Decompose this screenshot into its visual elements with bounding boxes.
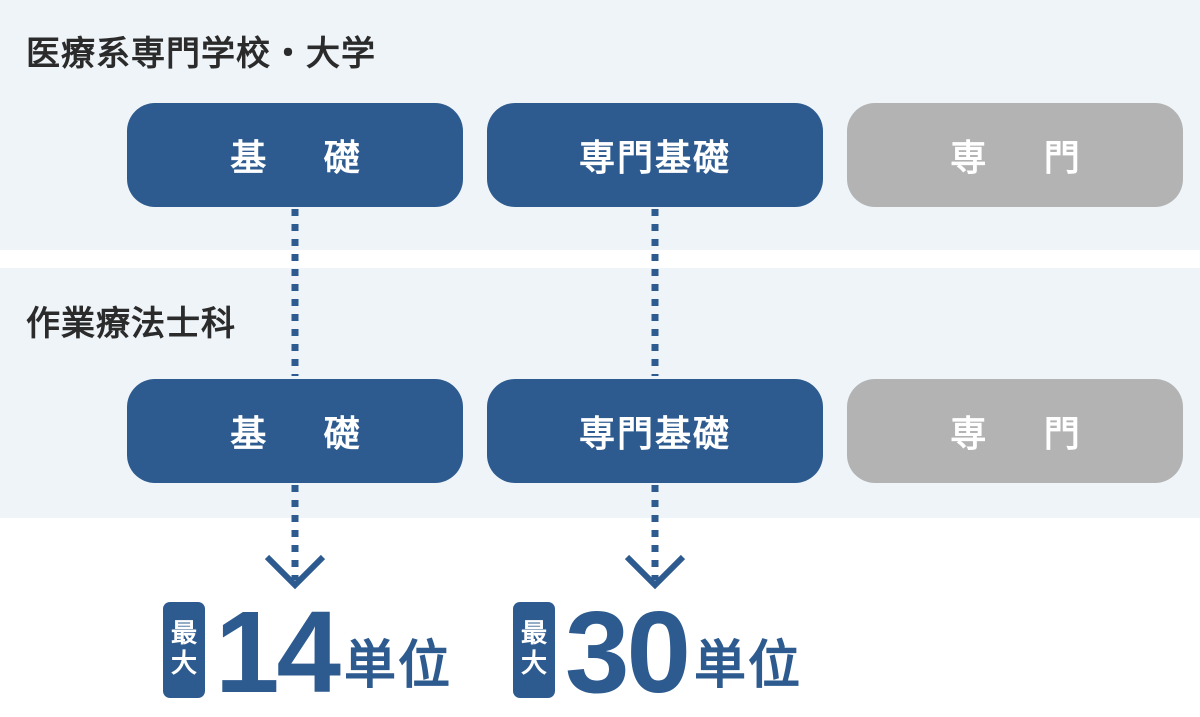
result-specialized-basic-credits: 最 大 30 単位 — [513, 587, 803, 717]
badge-char-top: 最 — [520, 619, 547, 650]
credit-unit: 単位 — [344, 636, 453, 696]
section-title-university: 医療系専門学校・大学 — [26, 34, 376, 74]
credit-number: 14 — [215, 587, 341, 717]
chevron-down-icon — [264, 554, 326, 590]
badge-char-bottom: 大 — [170, 649, 197, 679]
badge-char-top: 最 — [170, 619, 197, 650]
chevron-down-icon — [624, 554, 686, 590]
credit-unit: 単位 — [694, 636, 803, 696]
credit-number: 30 — [565, 587, 691, 717]
stage-basic-occupational-therapy: 基礎 — [127, 379, 463, 483]
stage-specialized-university: 専門 — [847, 103, 1183, 207]
stage-specialized-basic-university: 専門基礎 — [487, 103, 823, 207]
max-badge: 最 大 — [163, 602, 205, 698]
result-basic-credits: 最 大 14 単位 — [163, 587, 453, 717]
stage-specialized-basic-occupational-therapy: 専門基礎 — [487, 379, 823, 483]
section-title-occupational-therapy: 作業療法士科 — [26, 304, 236, 344]
stage-specialized-occupational-therapy: 専門 — [847, 379, 1183, 483]
max-badge: 最 大 — [513, 602, 555, 698]
badge-char-bottom: 大 — [520, 649, 547, 679]
stage-basic-university: 基礎 — [127, 103, 463, 207]
